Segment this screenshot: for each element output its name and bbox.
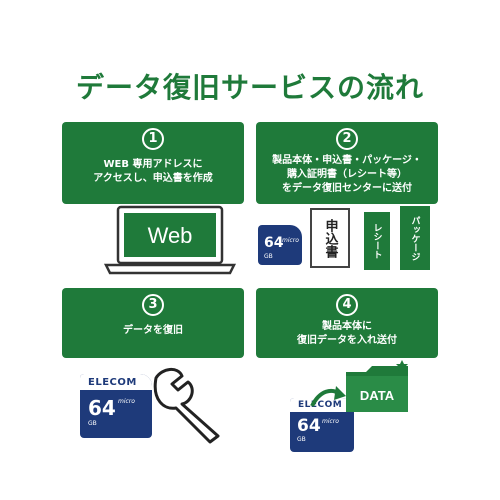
sd-capacity: 64 — [297, 416, 321, 436]
sd-micro: micro — [322, 418, 339, 425]
step-1-line1: WEB 専用アドレスに — [103, 159, 203, 170]
microsd-card-icon: 64 micro GB — [258, 225, 302, 265]
sd-unit: GB — [264, 253, 273, 260]
microsd-card-icon: ELECOM 64 micro GB — [290, 398, 354, 452]
laptop-label: Web — [148, 223, 193, 248]
sd-micro: micro — [118, 398, 135, 405]
step-4-panel: 4 製品本体に 復旧データを入れ送付 — [256, 288, 438, 358]
step-2-number: 2 — [336, 128, 358, 150]
step-1-text: WEB 専用アドレスに アクセスし、申込書を作成 — [62, 158, 244, 186]
sd-unit: GB — [297, 436, 306, 443]
microsd-card-icon: ELECOM 64 micro GB — [80, 374, 152, 438]
folder-label: DATA — [360, 388, 395, 403]
arrow-icon — [310, 386, 346, 407]
package-icon: パッケージ — [400, 206, 430, 270]
package-label: パッケージ — [409, 215, 420, 261]
step-3-number: 3 — [142, 294, 164, 316]
step-1-number: 1 — [142, 128, 164, 150]
wrench-icon — [153, 368, 220, 444]
sd-unit: GB — [88, 420, 97, 427]
step-4-line1: 製品本体に — [322, 321, 372, 332]
sd-brand: ELECOM — [80, 374, 152, 390]
sd-micro: micro — [282, 237, 299, 244]
step-2-panel: 2 製品本体・申込書・パッケージ・ 購入証明書（レシート等） をデータ復旧センタ… — [256, 122, 438, 204]
step-2-line3: をデータ復旧センターに送付 — [282, 183, 412, 194]
sd-capacity: 64 — [88, 396, 116, 420]
receipt-icon: レシート — [364, 212, 390, 270]
step-4-line2: 復旧データを入れ送付 — [297, 335, 397, 346]
step-1-line2: アクセスし、申込書を作成 — [93, 173, 213, 184]
step-4-number: 4 — [336, 294, 358, 316]
step-4-text: 製品本体に 復旧データを入れ送付 — [256, 320, 438, 348]
laptop-icon: Web — [103, 205, 237, 275]
step-2-text: 製品本体・申込書・パッケージ・ 購入証明書（レシート等） をデータ復旧センターに… — [256, 154, 438, 196]
step-2-line2: 購入証明書（レシート等） — [287, 169, 407, 180]
step-1-panel: 1 WEB 専用アドレスに アクセスし、申込書を作成 — [62, 122, 244, 204]
receipt-label: レシート — [371, 223, 382, 259]
sd-brand: ELECOM — [290, 398, 354, 412]
application-form-icon: 申込書 — [310, 208, 350, 268]
application-form-label: 申込書 — [322, 218, 338, 258]
step-3-text: データを復旧 — [62, 324, 244, 338]
sd-capacity: 64 — [264, 235, 284, 251]
step-2-line1: 製品本体・申込書・パッケージ・ — [272, 155, 422, 166]
page-title: データ復旧サービスの流れ — [75, 71, 424, 104]
data-folder-icon: DATA — [346, 360, 408, 412]
step-3-line1: データを復旧 — [123, 325, 183, 336]
step-3-panel: 3 データを復旧 — [62, 288, 244, 358]
